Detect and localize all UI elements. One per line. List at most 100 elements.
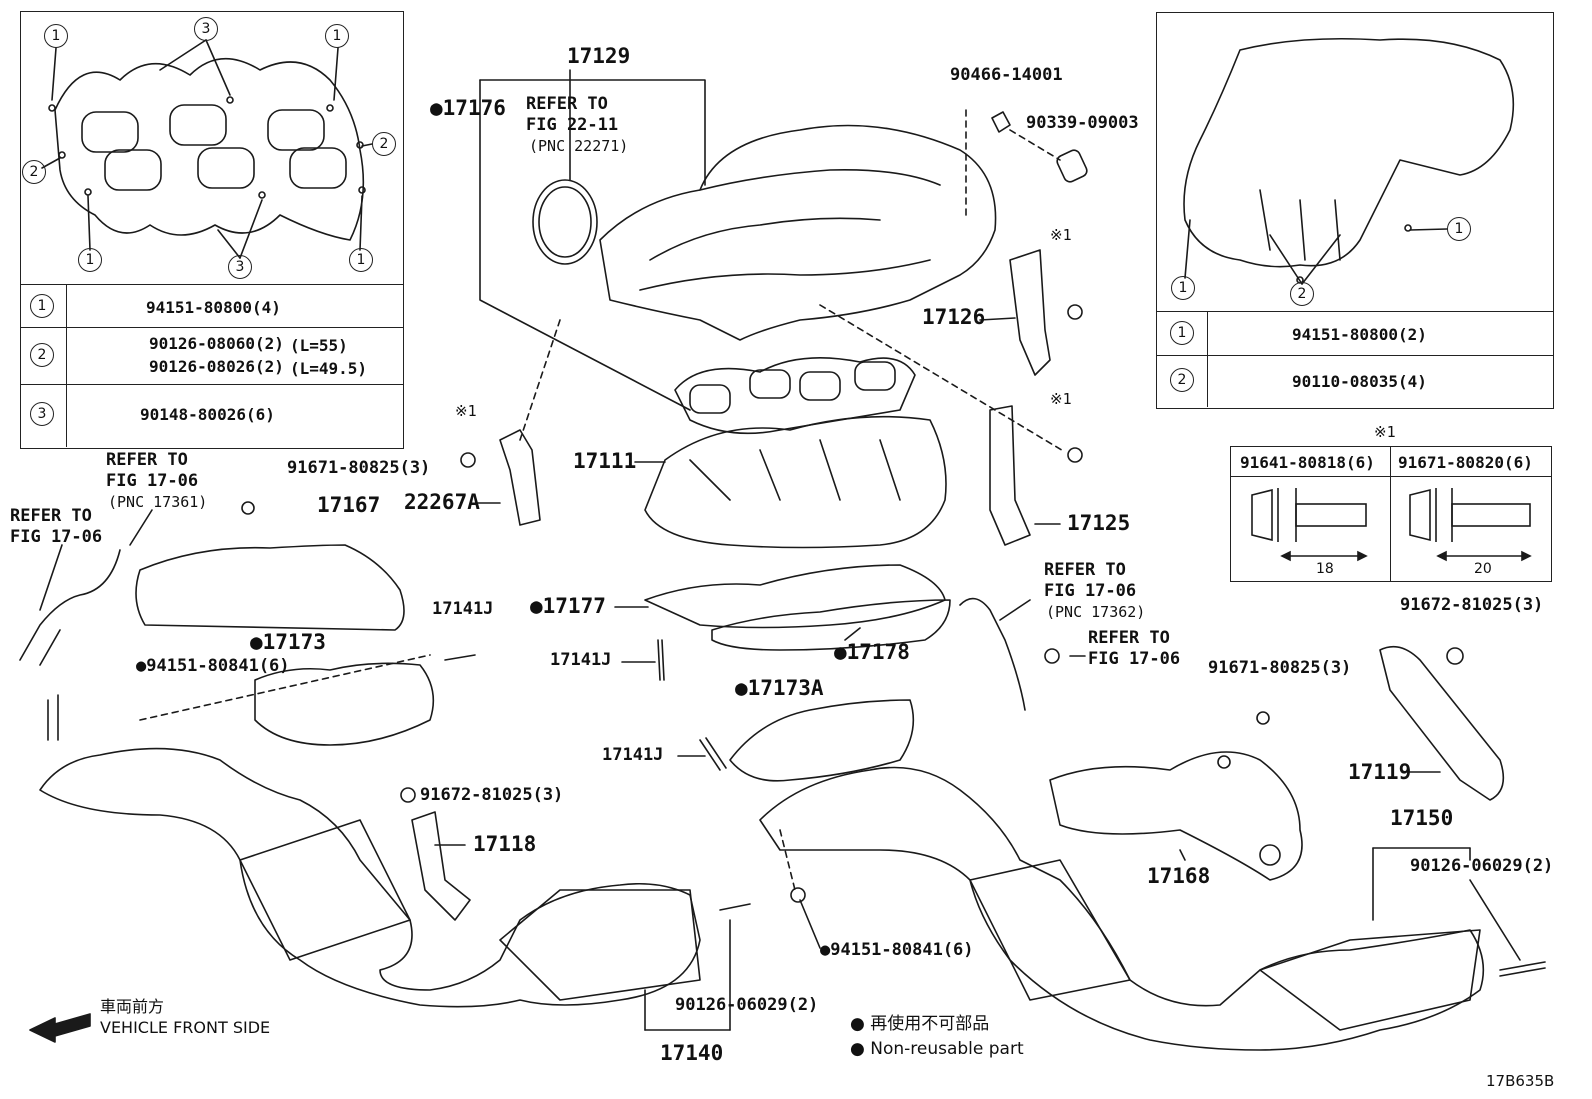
- mark-1: ※1: [1050, 390, 1072, 408]
- label-91671: 91671-80825(3): [1208, 658, 1352, 678]
- refer-label: FIG 22-11: [526, 115, 619, 135]
- gasket-drawings: [519, 319, 951, 681]
- bracket-drawings: [400, 249, 1505, 921]
- key-circle: 2: [1170, 368, 1194, 392]
- leader-lines: [39, 317, 1521, 1031]
- key-circle: 2: [30, 343, 54, 367]
- bolt-length: 20: [1474, 561, 1492, 577]
- bolt-length: 18: [1316, 561, 1334, 577]
- nonreusable-en: ● Non-reusable part: [850, 1039, 1024, 1059]
- bolt-part: 91671-80820(6): [1398, 453, 1533, 472]
- vehicle-front-arrow: [29, 1013, 91, 1043]
- callout-2: 2: [1290, 282, 1314, 306]
- refer-label: FIG 17-06: [10, 527, 103, 547]
- refer-label: REFER TO: [10, 506, 92, 526]
- key-circle: 1: [1170, 321, 1194, 345]
- refer-label: FIG 17-06: [1088, 649, 1181, 669]
- part-note: (L=49.5): [290, 359, 368, 378]
- callout-2: 2: [22, 160, 46, 184]
- callout-3: 3: [228, 255, 252, 279]
- callout-1: 1: [325, 24, 349, 48]
- divider: [20, 284, 404, 285]
- label-17178: ●17178: [834, 640, 910, 664]
- refer-label: REFER TO: [1088, 628, 1170, 648]
- refer-label: (PNC 17361): [108, 493, 208, 511]
- label-90126: 90126-06029(2): [1410, 856, 1554, 876]
- refer-label: FIG 17-06: [106, 471, 199, 491]
- callout-1: 1: [349, 248, 373, 272]
- callout-1: 1: [78, 248, 102, 272]
- divider: [1156, 311, 1554, 312]
- upper-left-parts-box: [20, 11, 404, 449]
- refer-label: REFER TO: [106, 450, 188, 470]
- part-number: 90110-08035(4): [1292, 372, 1427, 391]
- label-91672: 91672-81025(3): [1400, 595, 1544, 615]
- divider: [20, 327, 404, 328]
- label-17141J: 17141J: [602, 745, 664, 765]
- refer-label: FIG 17-06: [1044, 581, 1137, 601]
- divider: [1207, 311, 1208, 407]
- label-90126: 90126-06029(2): [675, 995, 819, 1015]
- refer-label: (PNC 22271): [529, 137, 629, 155]
- label-17111: 17111: [573, 449, 637, 473]
- mark-1: ※1: [1050, 226, 1072, 244]
- callout-1: 1: [1171, 276, 1195, 300]
- exhaust-pipe-right-drawing: [699, 597, 1546, 1051]
- divider: [1230, 476, 1552, 477]
- label-17150: 17150: [1390, 806, 1454, 830]
- label-17168: 17168: [1147, 864, 1211, 888]
- callout-2: 2: [372, 132, 396, 156]
- label-91671: 91671-80825(3): [287, 458, 431, 478]
- upper-left-gasket-drawing: [41, 39, 373, 259]
- divider: [1390, 446, 1391, 582]
- part-number: 94151-80800(4): [146, 298, 281, 317]
- upper-right-manifold-drawing: [1183, 37, 1515, 285]
- divider: [66, 284, 67, 447]
- callout-1: 1: [44, 24, 68, 48]
- label-17173: ●17173: [250, 630, 326, 654]
- label-94151: ●94151-80841(6): [820, 940, 974, 960]
- label-17141J: 17141J: [550, 650, 612, 670]
- label-17167: 17167: [317, 493, 381, 517]
- label-17177: ●17177: [530, 594, 606, 618]
- upper-right-parts-box: [1156, 12, 1554, 409]
- label-90339: 90339-09003: [1026, 113, 1139, 133]
- label-17129: 17129: [567, 44, 631, 68]
- part-number: 90126-08060(2): [149, 334, 284, 353]
- mark-1: ※1: [455, 402, 477, 420]
- part-number: 94151-80800(2): [1292, 325, 1427, 344]
- bolt-table: [1230, 446, 1552, 582]
- divider: [1156, 355, 1554, 356]
- label-17118: 17118: [473, 832, 537, 856]
- callout-1: 1: [1447, 217, 1471, 241]
- label-17126: 17126: [922, 305, 986, 329]
- vehicle-front-en: VEHICLE FRONT SIDE: [100, 1018, 271, 1037]
- label-17119: 17119: [1348, 760, 1412, 784]
- label-17141J: 17141J: [432, 599, 494, 619]
- bolt-table-mark: ※1: [1374, 423, 1396, 441]
- bolt-part: 91641-80818(6): [1240, 453, 1375, 472]
- label-90466: 90466-14001: [950, 65, 1063, 85]
- label-17173A: ●17173A: [735, 676, 824, 700]
- diagram-code: 17B635B: [1486, 1072, 1555, 1090]
- vehicle-front-jp: 車両前方: [100, 997, 165, 1016]
- part-number: 90148-80026(6): [140, 405, 275, 424]
- label-22267A: 22267A: [404, 490, 480, 514]
- refer-label: REFER TO: [1044, 560, 1126, 580]
- divider: [20, 384, 404, 385]
- heat-insulator-drawings: [135, 501, 1303, 881]
- callout-3: 3: [194, 17, 218, 41]
- label-91672: 91672-81025(3): [420, 785, 564, 805]
- part-number: 90126-08026(2): [149, 357, 284, 376]
- label-17176: ●17176: [430, 96, 506, 120]
- refer-label: (PNC 17362): [1046, 603, 1146, 621]
- label-94151: ●94151-80841(6): [136, 656, 290, 676]
- label-17140: 17140: [660, 1041, 724, 1065]
- nonreusable-jp: ● 再使用不可部品: [850, 1014, 990, 1034]
- key-circle: 1: [30, 294, 54, 318]
- label-17125: 17125: [1067, 511, 1131, 535]
- key-circle: 3: [30, 402, 54, 426]
- refer-label: REFER TO: [526, 94, 608, 114]
- exhaust-pipe-left-drawing: [19, 549, 751, 1008]
